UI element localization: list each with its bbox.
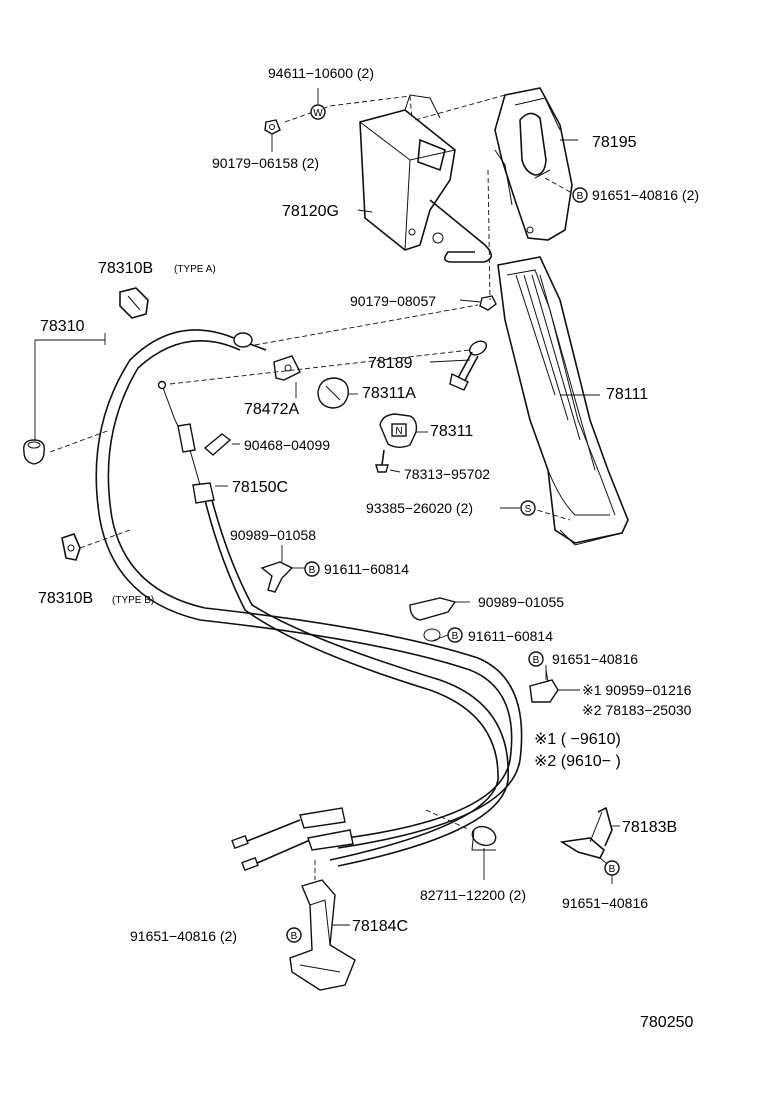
pedal-stopper-bolt [449,340,488,391]
label-91651-40816-b: 91651−40816 [552,651,638,667]
note-2: ※2 (9610− ) [534,753,621,770]
cable-clamp-bracket [529,669,559,703]
accelerator-cable [95,329,523,872]
label-90989-01055: 90989−01055 [478,594,564,610]
label-91651-40816-c: 91651−40816 [562,895,648,911]
label-91611-60814-b: 91611−60814 [468,628,553,644]
screw-78313 [375,449,389,473]
bolt-mark-b-4: B [528,651,544,667]
svg-text:B: B [533,655,540,666]
clip-78310b-type-a [119,287,149,319]
label-78310: 78310 [40,318,85,335]
pedal-support-bracket [494,87,573,241]
cable-grommet [23,439,45,465]
pedal-housing [359,94,493,263]
washer-mark-w: W [310,104,326,120]
bolt-mark-b-2: B [304,561,320,577]
label-94611-10600: 94611−10600 (2) [268,65,374,81]
diagram-id: 780250 [640,1014,693,1031]
label-78313-95702: 78313−95702 [404,466,490,482]
leader-lines [34,88,620,936]
label-78472a: 78472A [244,401,299,418]
svg-text:B: B [452,631,459,642]
note-1: ※1 ( −9610) [534,731,621,748]
label-90989-01058: 90989−01058 [230,527,316,543]
label-78311: 78311 [430,423,473,440]
label-78150c: 78150C [232,479,288,496]
bolt-mark-b-1: B [572,187,588,203]
svg-text:S: S [525,504,532,515]
svg-text:B: B [309,565,316,576]
bolt-mark-b-3: B [447,627,463,643]
label-78184c: 78184C [352,918,408,935]
svg-text:N: N [395,426,402,437]
label-78183-25030: ※2 78183−25030 [582,702,692,718]
spacer-mark-s: S [520,500,536,516]
label-78111: 78111 [606,386,648,403]
label-78310b-a: 78310B [98,260,153,277]
clamp-90989-01058 [260,561,294,593]
label-91651-40816-2: 91651−40816 (2) [592,187,699,203]
bolt-mark-b-6: B [286,927,302,943]
svg-text:W: W [313,108,323,119]
label-93385-26020: 93385−26020 (2) [366,500,473,516]
label-78310b-b: 78310B [38,590,93,607]
label-82711-12200: 82711−12200 (2) [420,887,526,903]
cable-bracket-78472a [273,355,301,381]
bolt-mark-b-5: B [604,860,620,876]
nut-90179-06158 [264,119,281,135]
clip-90468 [203,433,232,456]
bracket-78183b [559,806,613,859]
svg-text:B: B [577,191,584,202]
label-type-a: (TYPE A) [174,264,216,275]
n-mark: N [391,423,407,437]
label-78195: 78195 [592,134,637,151]
label-90179-06158: 90179−06158 (2) [212,155,319,171]
svg-text:B: B [291,931,298,942]
bracket-78184c [289,879,356,991]
clip-78310b-type-b [61,533,81,561]
hose-clamp-82711 [471,825,497,851]
label-91611-60814-a: 91611−60814 [324,561,409,577]
label-78311a: 78311A [362,385,416,402]
label-90959-01216: ※1 90959−01216 [582,682,692,698]
label-78189: 78189 [368,355,413,372]
label-90179-08057: 90179−08057 [350,293,436,309]
part-labels: 94611−10600 (2) 90179−06158 (2) 78195 91… [38,65,699,1031]
label-91651-40816-d: 91651−40816 (2) [130,928,237,944]
nut-90179-08057 [479,295,497,311]
label-78183b: 78183B [622,819,677,836]
svg-text:B: B [609,864,616,875]
label-90468-04099: 90468−04099 [244,437,330,453]
label-78120g: 78120G [282,203,339,220]
clamp-78311a [317,377,349,409]
label-type-b: (TYPE B) [112,595,154,606]
accelerator-pedal [497,256,629,546]
